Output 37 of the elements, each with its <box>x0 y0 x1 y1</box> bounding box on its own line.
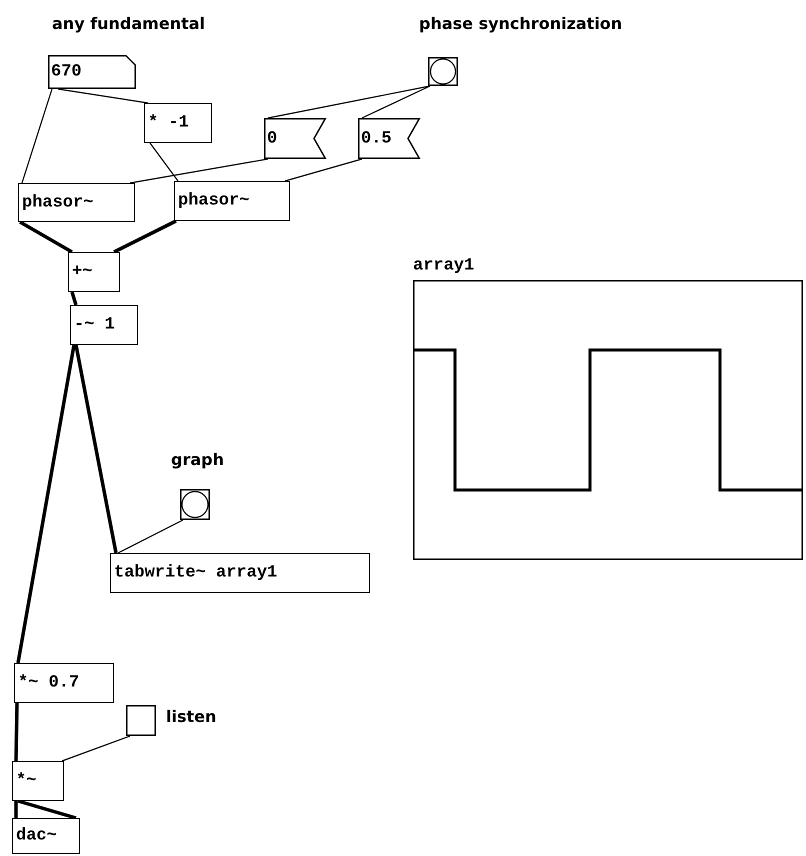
comment-text: graph <box>171 452 224 468</box>
object-box: dac~ <box>12 818 80 854</box>
patch-cord <box>62 735 130 762</box>
patch-cord <box>284 158 362 182</box>
patch-cord <box>113 219 177 254</box>
object-box: *~ <box>12 761 64 801</box>
number-box: 670 <box>48 55 136 89</box>
comment-text: any fundamental <box>52 16 206 32</box>
object-box: tabwrite~ array1 <box>110 553 370 593</box>
message-box: 0 <box>264 118 326 159</box>
patch-cord <box>118 519 184 554</box>
comment-text: phase synchronization <box>419 16 622 32</box>
patch-cord <box>130 158 268 184</box>
message-box: 0.5 <box>358 118 420 159</box>
toggle-button <box>126 705 156 736</box>
patch-cord <box>70 291 78 306</box>
object-box: -~ 1 <box>70 305 138 345</box>
patch-cord <box>362 85 430 119</box>
patch-cord <box>21 88 53 184</box>
bang-button <box>180 489 210 520</box>
patch-cord <box>150 142 178 182</box>
object-box: *~ 0.7 <box>14 663 114 703</box>
patch-cord <box>58 88 148 104</box>
array-name: array1 <box>413 258 474 274</box>
patch-cord <box>14 801 18 818</box>
comment-text: listen <box>166 709 216 725</box>
patch-cord <box>14 702 19 762</box>
patch-cord <box>16 344 76 664</box>
bang-button <box>428 57 458 86</box>
patch-cord <box>74 344 118 554</box>
patch-cord <box>268 85 430 119</box>
object-box: phasor~ <box>18 183 135 222</box>
patch-cord <box>19 220 73 254</box>
object-box: phasor~ <box>174 181 290 221</box>
object-box: * -1 <box>144 103 212 143</box>
patch-cord <box>18 799 76 820</box>
object-box: +~ <box>68 252 120 292</box>
